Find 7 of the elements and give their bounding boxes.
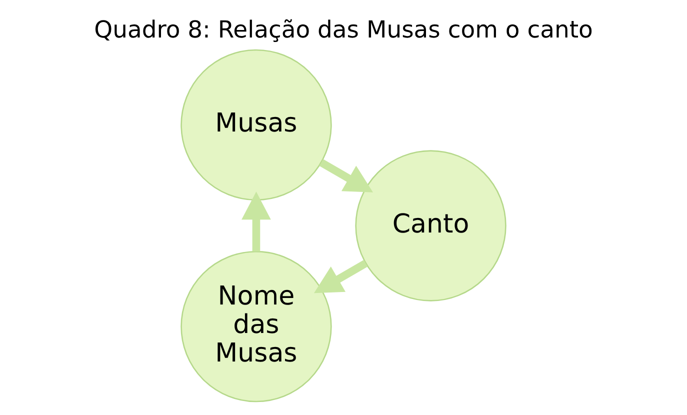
arrow bbox=[314, 260, 368, 294]
node-circle: Canto bbox=[355, 150, 506, 302]
diagram-title: Quadro 8: Relação das Musas com o canto bbox=[94, 16, 593, 44]
node-circle: Musas bbox=[180, 49, 332, 201]
arrow bbox=[319, 159, 373, 192]
arrow bbox=[242, 192, 271, 252]
node-circle: Nome das Musas bbox=[180, 250, 332, 402]
